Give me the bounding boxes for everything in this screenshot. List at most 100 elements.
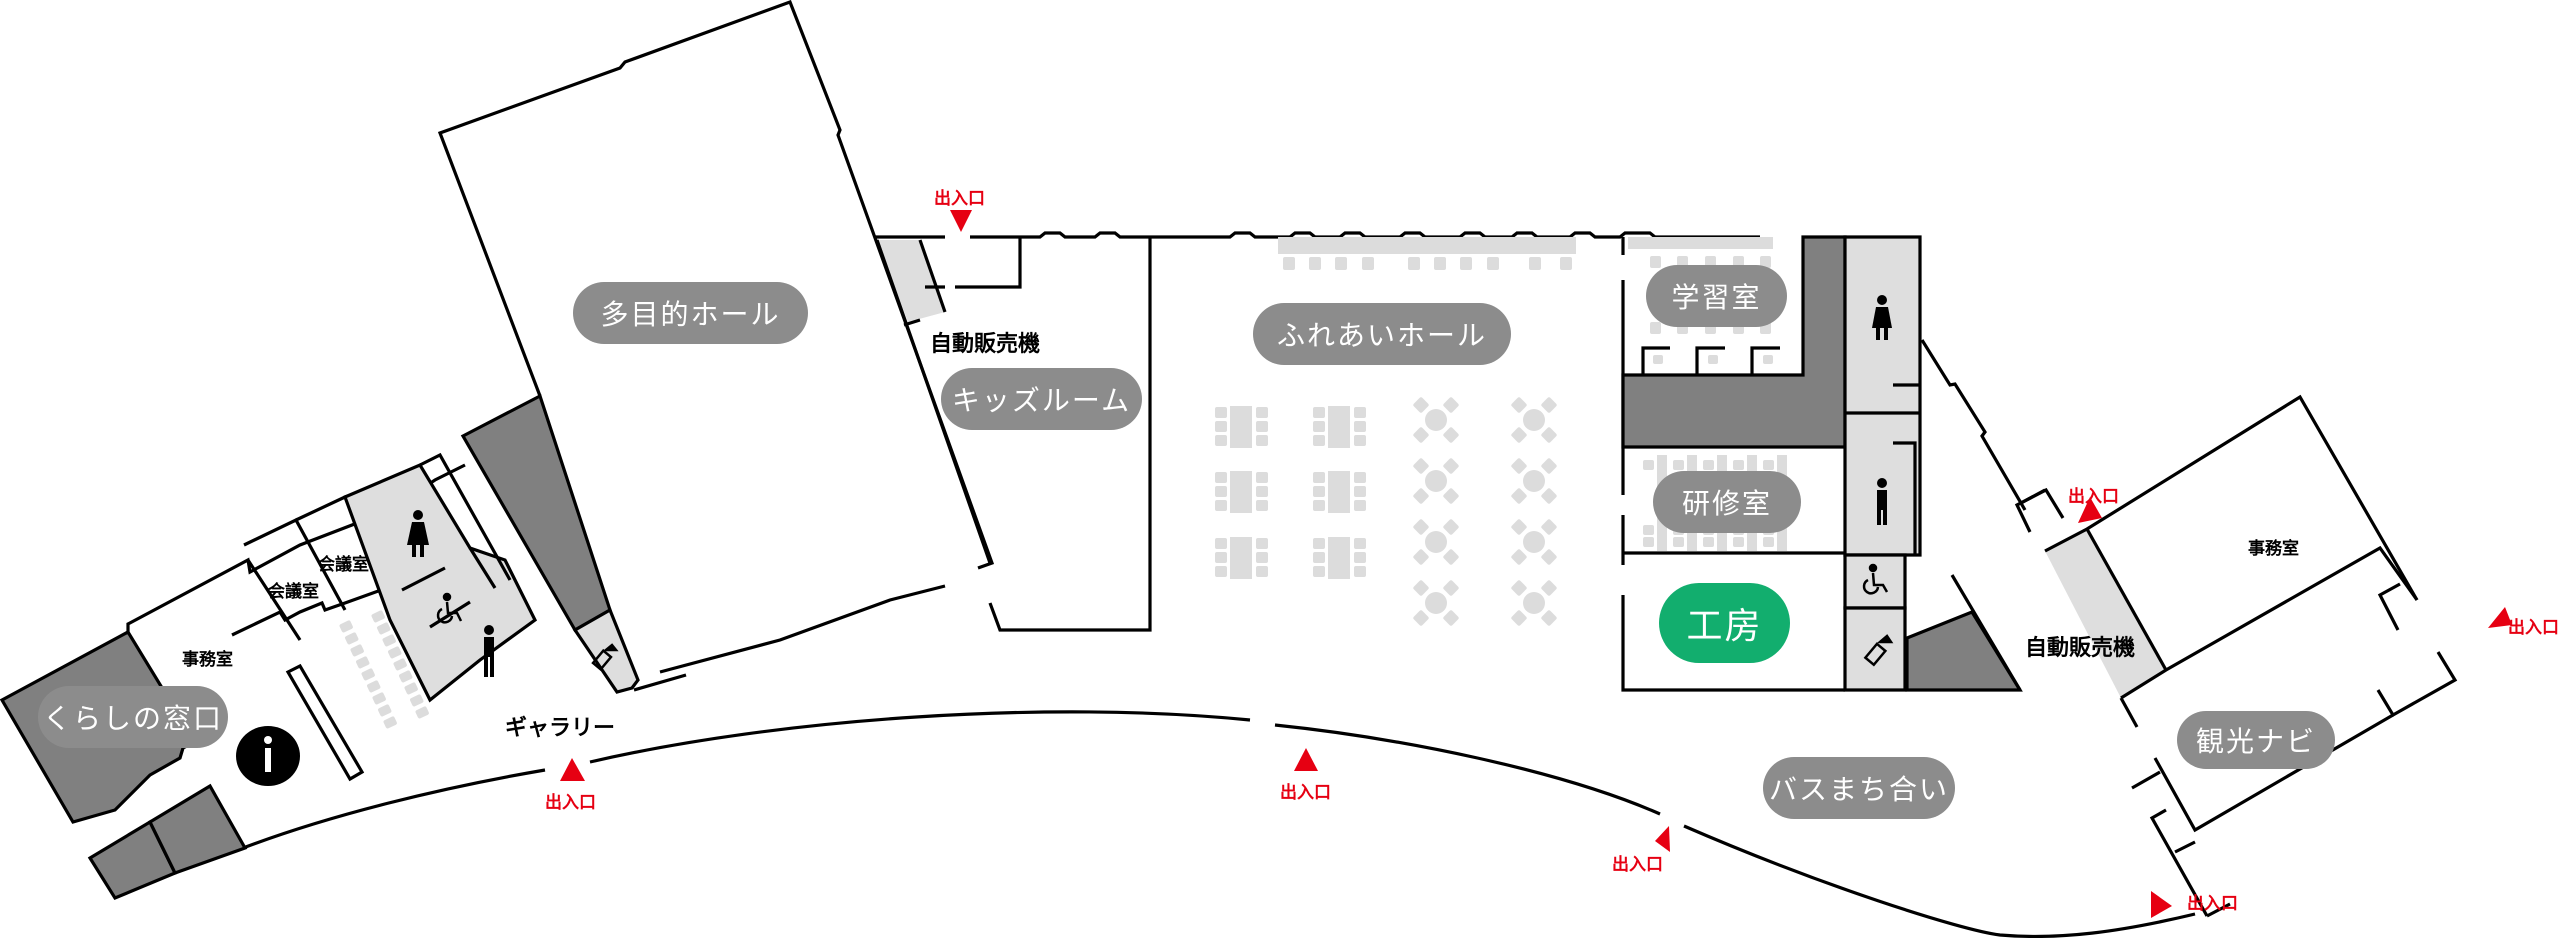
chair — [1215, 538, 1227, 549]
entrance-arrow-east-bottom[interactable] — [2151, 891, 2172, 918]
wall — [2131, 770, 2161, 790]
counter-chair — [1434, 257, 1446, 270]
desk — [1657, 455, 1667, 493]
chair — [1256, 421, 1268, 432]
seat — [350, 644, 364, 657]
vending-area-left — [877, 240, 945, 322]
counter-chair — [1529, 257, 1541, 270]
chair — [1511, 610, 1527, 626]
wall — [2174, 840, 2196, 854]
carrel-chair — [1708, 355, 1718, 364]
wall — [918, 239, 947, 313]
room-label-workshop[interactable]: 工房 — [1659, 583, 1790, 663]
chair — [1511, 549, 1527, 565]
chair — [1413, 488, 1429, 504]
wall — [429, 600, 471, 629]
accessible-restroom-right — [1843, 553, 1907, 610]
label-gallery: ギャラリー — [505, 716, 616, 741]
chair — [1313, 552, 1325, 563]
counter-chair — [1362, 257, 1374, 270]
round-table — [1425, 409, 1447, 431]
chair — [1354, 435, 1366, 446]
chair — [1541, 427, 1557, 443]
room-label-fureai-hall[interactable]: ふれあいホール — [1253, 303, 1511, 365]
chair — [1215, 552, 1227, 563]
entrance-arrow-gallery[interactable] — [560, 758, 585, 781]
round-table — [1523, 592, 1545, 614]
round-table — [1425, 592, 1447, 614]
chair — [1313, 500, 1325, 511]
chair — [1354, 552, 1366, 563]
seat — [367, 680, 381, 693]
chair — [1313, 407, 1325, 418]
desk — [1777, 513, 1787, 551]
table — [1230, 471, 1252, 513]
chair — [1313, 421, 1325, 432]
gallery-seating — [339, 610, 429, 729]
wall — [468, 547, 497, 589]
room-label-multipurpose-hall[interactable]: 多目的ホール — [573, 282, 808, 344]
south-facade — [1274, 723, 1661, 816]
chair — [1511, 519, 1527, 535]
counter-chair — [1309, 257, 1321, 270]
seat — [382, 634, 396, 647]
chair — [1413, 427, 1429, 443]
round-table — [1425, 531, 1447, 553]
chair — [1215, 407, 1227, 418]
chair — [1650, 256, 1661, 268]
room-name: 学習室 — [1671, 281, 1762, 314]
room-name: バスまち合い — [1768, 773, 1949, 806]
chair — [1541, 519, 1557, 535]
chair — [1443, 488, 1459, 504]
entrance-arrow-east-upper[interactable] — [2078, 497, 2102, 523]
entrance-arrow-south-center[interactable] — [1294, 748, 1318, 771]
male-restroom-icon-left — [484, 625, 494, 677]
room-label-training-room[interactable]: 研修室 — [1653, 471, 1801, 533]
vending-area-right — [2045, 529, 2166, 698]
chair — [1256, 486, 1268, 497]
chair — [1256, 500, 1268, 511]
chair — [1673, 537, 1684, 547]
entrance-arrow-east-right[interactable] — [2488, 607, 2512, 628]
wall-kids-room — [988, 237, 1152, 632]
room-label-study-room[interactable]: 学習室 — [1646, 265, 1787, 327]
room-label-bus-waiting[interactable]: バスまち合い — [1763, 757, 1955, 819]
room-label-tourism-navi[interactable]: 観光ナビ — [2177, 711, 2335, 769]
entrance-arrow-south-bus[interactable] — [1655, 826, 1670, 852]
entrance-label-east-right: 出入口 — [2508, 618, 2559, 638]
chair — [1763, 537, 1774, 547]
chair — [1643, 525, 1654, 535]
entrance-label-east-bottom: 出入口 — [2187, 894, 2238, 914]
chair — [1413, 397, 1429, 413]
entrance-label-south-center: 出入口 — [1280, 783, 1331, 803]
counter-chairs — [1283, 257, 1572, 270]
chair — [1256, 552, 1268, 563]
counter-chair — [1487, 257, 1499, 270]
wall — [2085, 528, 2168, 671]
chair — [1354, 472, 1366, 483]
table — [1328, 471, 1350, 513]
chair — [1703, 460, 1714, 470]
room-label-kids-room[interactable]: キッズルーム — [941, 368, 1142, 430]
wall — [2206, 902, 2231, 918]
seat — [356, 656, 370, 669]
seat — [377, 622, 391, 635]
chair — [1313, 435, 1325, 446]
chair — [1443, 458, 1459, 474]
chair — [1256, 538, 1268, 549]
information-icon[interactable] — [236, 726, 300, 786]
chair — [1256, 472, 1268, 483]
counter-chair — [1335, 257, 1347, 270]
chair — [1256, 566, 1268, 577]
entrance-arrow-north[interactable] — [950, 210, 972, 232]
room-label-kurashi-window[interactable]: くらしの窓口 — [38, 686, 228, 748]
counter-chair — [1283, 257, 1295, 270]
chair — [1443, 549, 1459, 565]
chair — [1511, 397, 1527, 413]
room-name: 多目的ホール — [600, 298, 781, 331]
wall — [246, 559, 302, 641]
chair — [1443, 397, 1459, 413]
chair — [1541, 458, 1557, 474]
room-name: くらしの窓口 — [42, 702, 223, 735]
seat — [339, 620, 353, 633]
